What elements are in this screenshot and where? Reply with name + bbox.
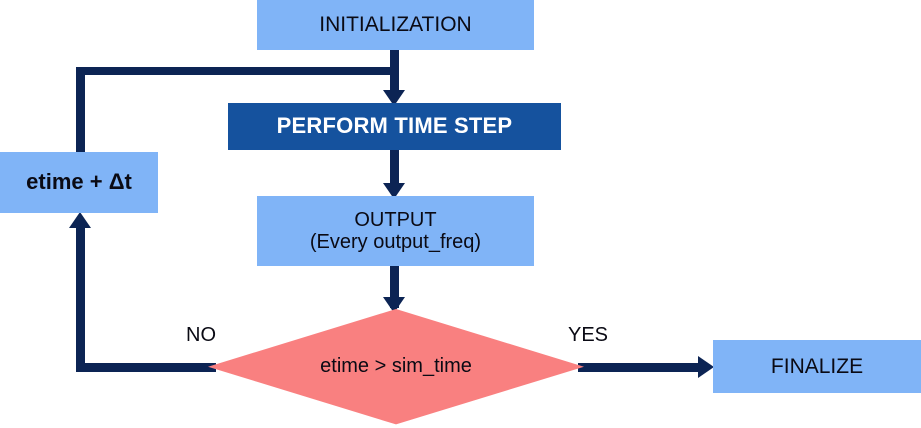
node-initialization[interactable]: INITIALIZATION — [257, 0, 534, 50]
node-perform-time-step-label: PERFORM TIME STEP — [276, 113, 513, 139]
node-finalize-label: FINALIZE — [770, 354, 864, 378]
node-etime-increment-label: etime + Δt — [26, 169, 132, 195]
node-output-label: OUTPUT (Every output_freq) — [309, 208, 482, 253]
node-output[interactable]: OUTPUT (Every output_freq) — [257, 196, 534, 266]
node-etime-increment[interactable]: etime + Δt — [0, 152, 158, 213]
node-decision-label: etime > sim_time — [320, 355, 472, 377]
arrowhead-into-finalize — [698, 356, 714, 378]
connector-no-horizontal — [76, 363, 216, 372]
edge-label-no: NO — [186, 324, 216, 346]
connector-feedback-vertical — [76, 67, 85, 153]
connector-feedback-horizontal — [76, 67, 394, 75]
connector-yes-horizontal — [578, 363, 703, 372]
node-finalize[interactable]: FINALIZE — [713, 340, 921, 393]
connector-initialization-to-perform — [390, 50, 399, 95]
connector-output-to-decision — [390, 266, 399, 308]
arrowhead-into-decision — [383, 297, 405, 313]
arrowhead-into-etime — [69, 212, 91, 228]
arrowhead-into-output — [383, 183, 405, 199]
node-perform-time-step[interactable]: PERFORM TIME STEP — [228, 103, 561, 150]
connector-no-vertical — [76, 225, 85, 372]
node-initialization-label: INITIALIZATION — [319, 13, 472, 37]
arrowhead-into-perform — [383, 90, 405, 106]
edge-label-yes: YES — [568, 324, 609, 346]
node-decision[interactable]: etime > sim_time — [208, 309, 584, 428]
connector-perform-to-output — [390, 150, 399, 190]
